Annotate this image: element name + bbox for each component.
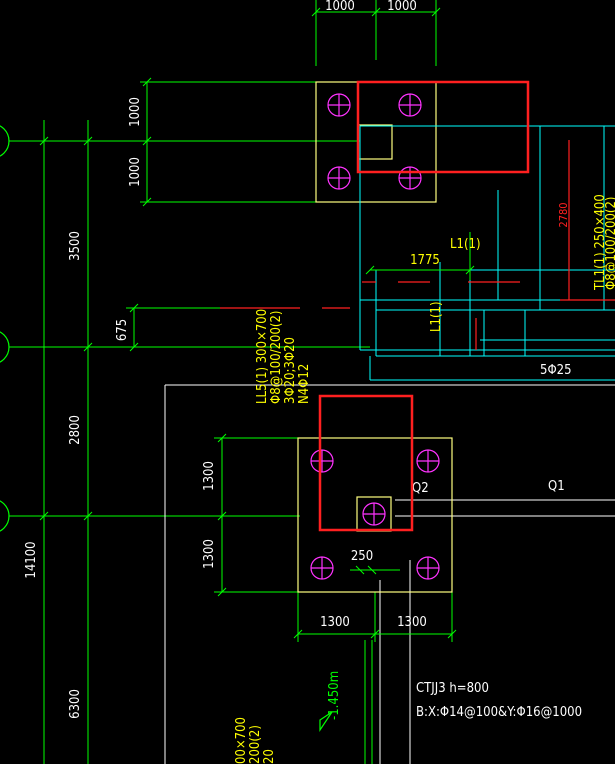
label-bottom-beam-3: 20 (262, 749, 277, 764)
label-ll5-line4: N4Φ12 (297, 364, 312, 404)
elevation-triangle-icon (319, 711, 333, 732)
column-1 (357, 124, 393, 160)
dim-cap2-lower: 1300 (202, 539, 217, 569)
label-bottom-beam-1: 00×700 (234, 717, 249, 764)
label-l1: L1(1) (450, 237, 481, 252)
dim-cap1-upper: 1000 (128, 97, 143, 127)
pile-icon (416, 449, 440, 473)
label-elevation: -1.450m (327, 671, 342, 720)
label-ctjj3-rebar: B:X:Φ14@100&Y:Φ16@1000 (416, 705, 582, 720)
elevation-marker: -1.450m (319, 671, 342, 732)
pile-icon (310, 556, 334, 580)
highlight-box-2[interactable] (318, 394, 414, 532)
dim-250: 250 (351, 549, 373, 564)
pile-icon (416, 556, 440, 580)
dim-1775: 1775 (410, 253, 440, 268)
pile-cap-2[interactable] (297, 437, 453, 593)
label-tl1: TL1(1) 250×400 (593, 194, 608, 291)
dim-3500: 3500 (68, 231, 83, 261)
pile-cap-1[interactable] (315, 81, 437, 203)
axis-bubble-3 (0, 500, 10, 532)
pile-icon (362, 502, 386, 526)
label-bottom-beam-2: 200(2) (248, 725, 263, 764)
label-q1: Q1 (548, 479, 565, 494)
dim-2780: 2780 (557, 202, 570, 227)
dim-2800: 2800 (68, 415, 83, 445)
dim-top-left: 1000 (325, 0, 355, 14)
pile-icon (398, 166, 422, 190)
label-5phi25: 5Φ25 (540, 363, 572, 378)
dim-cap2-right: 1300 (397, 615, 427, 630)
pile-icon (327, 166, 351, 190)
label-ll5-line3: 3Φ20;3Φ20 (283, 337, 298, 404)
pile-icon (310, 449, 334, 473)
dim-675: 675 (115, 319, 130, 341)
pile-icon (398, 93, 422, 117)
label-ll5-line1: LL5(1) 300×700 (255, 309, 270, 404)
axis-bubble-2 (0, 331, 10, 363)
pile-icon (327, 93, 351, 117)
axis-bubble-1 (0, 125, 10, 157)
dim-top-right: 1000 (387, 0, 417, 14)
highlight-box-1[interactable] (356, 80, 530, 174)
dim-cap1-lower: 1000 (128, 157, 143, 187)
label-tl1-sub: Φ8@100/200(2) (604, 197, 615, 291)
label-ll5-line2: Φ8@100/200(2) (269, 311, 284, 405)
label-l1-vertical: L1(1) (429, 301, 444, 332)
dim-cap2-left: 1300 (320, 615, 350, 630)
dim-6300: 6300 (68, 689, 83, 719)
beam-lines-upper (359, 125, 615, 381)
label-ctjj3: CTJJ3 h=800 (416, 681, 489, 696)
label-q2: Q2 (412, 481, 429, 496)
dim-14100: 14100 (24, 541, 39, 578)
dim-cap2-upper: 1300 (202, 461, 217, 491)
